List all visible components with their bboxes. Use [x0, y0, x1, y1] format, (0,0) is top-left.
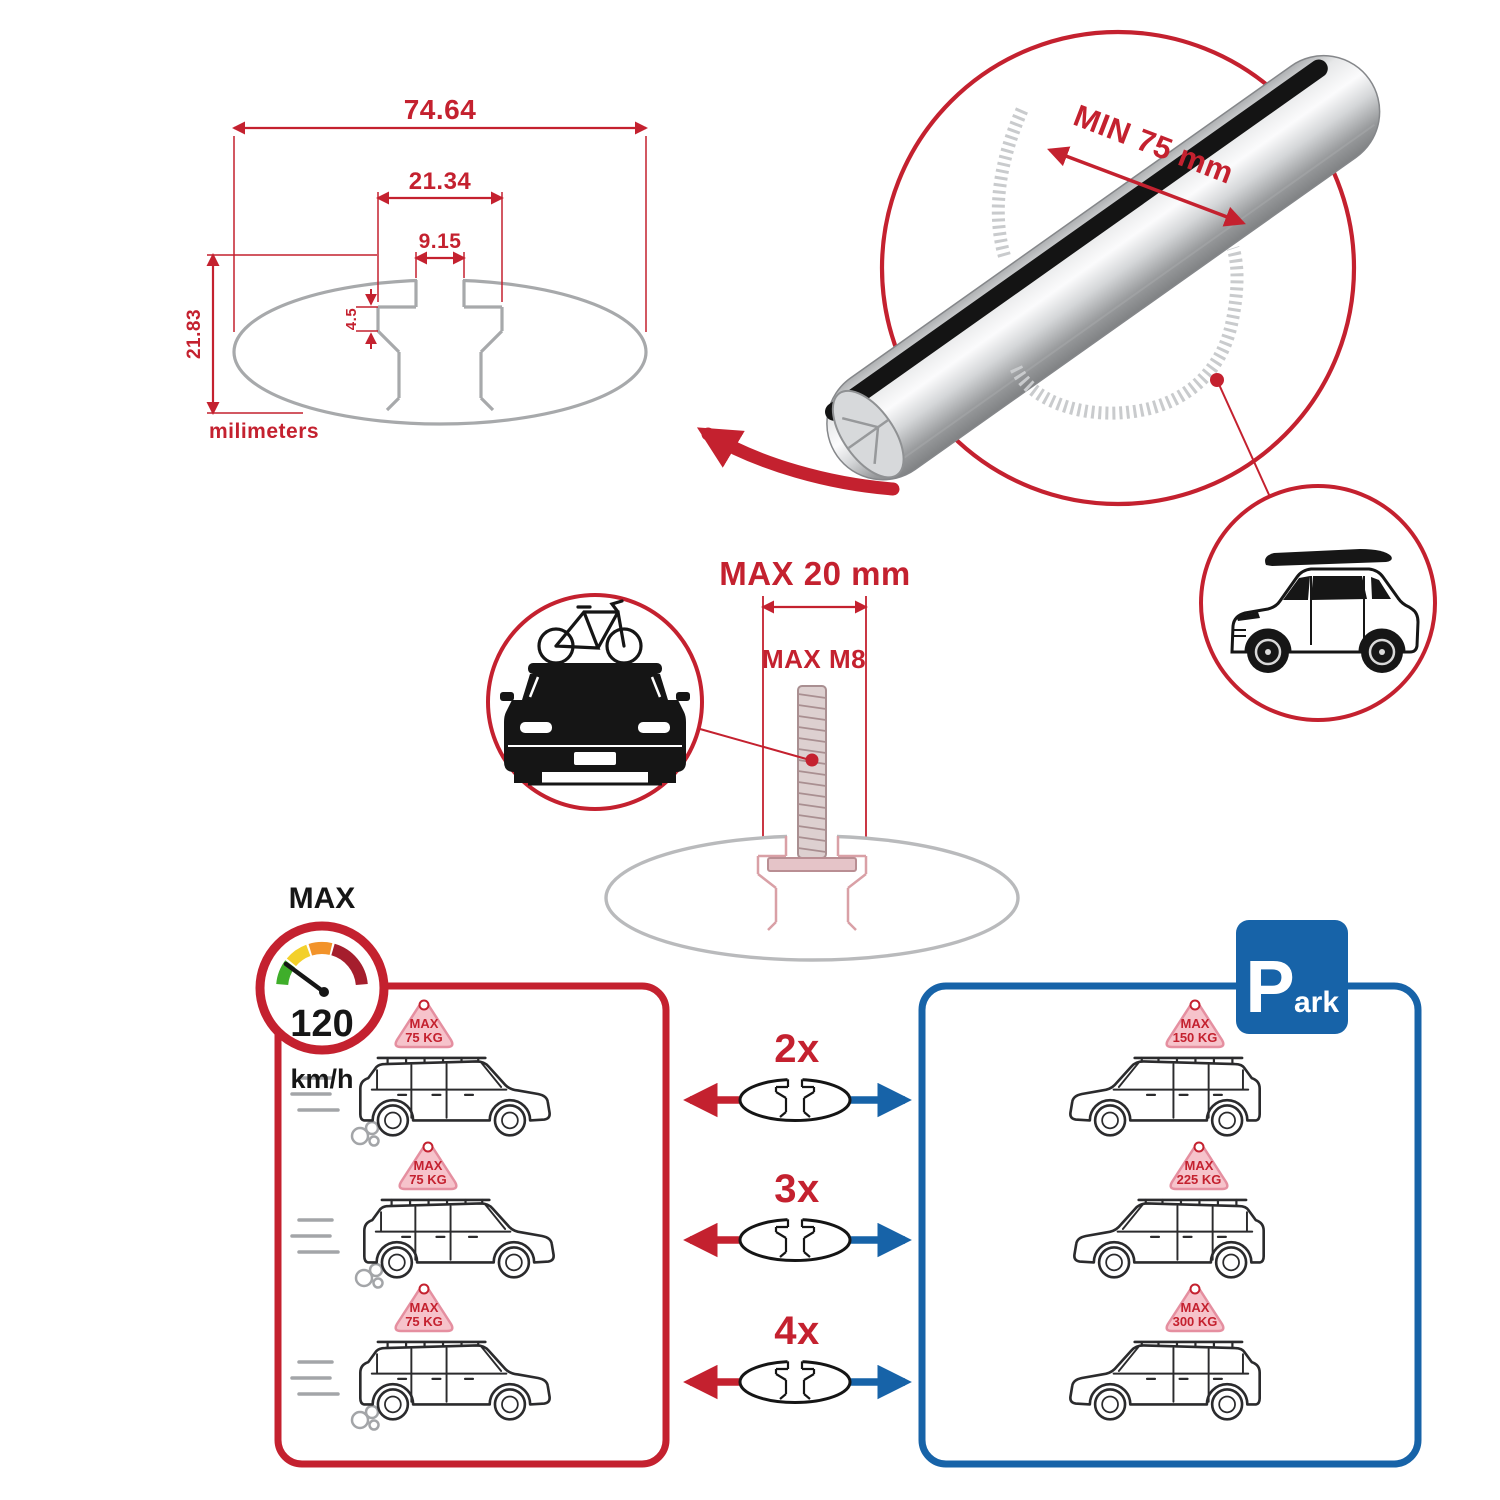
crossbar-section-icon — [738, 1074, 852, 1122]
crossbar-render-callout: MIN 75 mm — [825, 29, 1437, 722]
park-sign-rest: ark — [1294, 986, 1339, 1019]
badge-line2: 75 KG — [405, 1314, 443, 1329]
badge-line2: 75 KG — [405, 1030, 443, 1045]
badge-line2: 75 KG — [409, 1172, 447, 1187]
overall-width-label: 74.64 — [404, 94, 477, 125]
suv-roof-box-callout — [1199, 484, 1437, 722]
overall-height-label: 21.83 — [184, 309, 205, 359]
crossbar-profile-outline — [232, 271, 648, 426]
max-width-label: MAX 20 mm — [719, 555, 911, 592]
crossbar-section-icon — [738, 1356, 852, 1404]
speed-max-label: MAX — [289, 882, 356, 915]
units-label: milimeters — [209, 420, 319, 443]
multiplier-label: 2x — [774, 1027, 820, 1071]
roof-load-badge: MAX 300 KG — [1165, 1283, 1225, 1333]
suv-roof-box-icon — [1230, 549, 1420, 673]
speed-value: 120 — [290, 1003, 353, 1045]
callout-line — [1216, 379, 1271, 498]
multiplier-label: 4x — [774, 1309, 820, 1353]
bolt-callout: MAX 20 mm MAX M8 — [486, 555, 1020, 962]
multiplier-rows: 2x 3x 4x — [683, 1027, 912, 1404]
cross-section-diagram: 74.64 21.34 9.15 4.5 21.83 milimeters — [184, 94, 648, 443]
callout-line — [699, 728, 811, 761]
multiplier-label: 3x — [774, 1167, 820, 1211]
roof-load-badge: MAX 225 KG — [1169, 1141, 1229, 1191]
badge-line1: MAX — [414, 1158, 443, 1173]
speedometer-icon: MAX 120 km/h — [255, 882, 389, 1094]
lip-depth-label: 4.5 — [343, 308, 360, 330]
badge-line2: 150 KG — [1173, 1030, 1218, 1045]
motion-lines — [290, 1076, 384, 1431]
parked-cars: MAX 150 KG MAX 225 KG MAX 300 KG — [1069, 999, 1266, 1421]
dimension-lines — [206, 121, 648, 415]
roof-load-badge: MAX 75 KG — [394, 1283, 454, 1333]
badge-line1: MAX — [410, 1016, 439, 1031]
roof-load-badge: MAX 150 KG — [1165, 999, 1225, 1049]
car-bicycle-callout — [486, 593, 704, 811]
park-sign-letter: P — [1245, 945, 1294, 1028]
badge-line1: MAX — [410, 1300, 439, 1315]
bolt-icon — [767, 685, 857, 872]
slot-outer-width-label: 21.34 — [409, 168, 472, 195]
badge-line1: MAX — [1181, 1300, 1210, 1315]
min-span-arrow — [1047, 146, 1246, 227]
slot-opening-width-label: 9.15 — [419, 230, 462, 253]
callout-arrow — [696, 427, 900, 496]
load-comparison: 2x 3x 4x — [255, 882, 1422, 1468]
badge-line2: 225 KG — [1177, 1172, 1222, 1187]
crossbar-section-icon — [738, 1214, 852, 1262]
badge-line1: MAX — [1181, 1016, 1210, 1031]
driving-cars: MAX 75 KG MAX 75 KG MAX 75 KG — [290, 999, 555, 1431]
roof-load-badge: MAX 75 KG — [398, 1141, 458, 1191]
badge-line2: 300 KG — [1173, 1314, 1218, 1329]
max-thread-label: MAX M8 — [762, 644, 866, 674]
speed-units: km/h — [290, 1064, 353, 1094]
t-slot-nut — [767, 857, 857, 872]
badge-line1: MAX — [1185, 1158, 1214, 1173]
roof-box-icon — [1265, 549, 1392, 566]
car-front-icon — [500, 663, 690, 786]
gauge-needle — [283, 961, 327, 995]
roof-load-badge: MAX 75 KG — [394, 999, 454, 1049]
callout-dot — [805, 753, 819, 767]
park-sign: P ark — [1236, 920, 1348, 1034]
